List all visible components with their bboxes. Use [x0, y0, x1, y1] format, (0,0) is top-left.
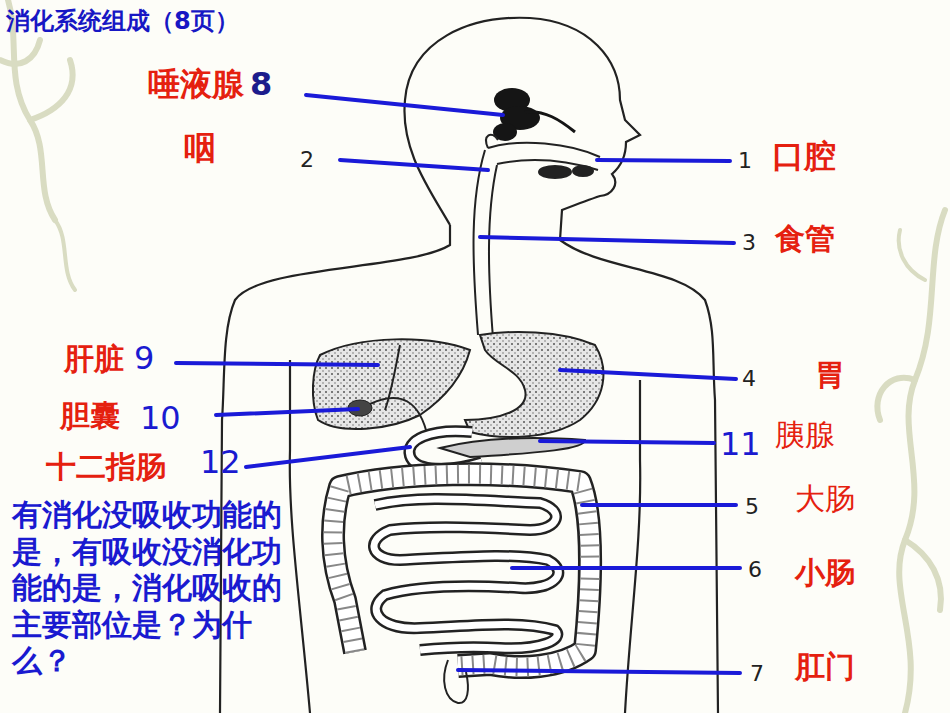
leader-line: [176, 363, 378, 365]
mouth-pharynx: [486, 135, 498, 148]
vine-decoration: [905, 540, 941, 610]
part-name: 唾液腺: [148, 66, 244, 103]
callout-number: 6: [748, 557, 762, 582]
salivary-gland: [493, 88, 575, 141]
esophagus: [489, 165, 497, 338]
small-intestine: [374, 499, 558, 650]
mouth-pharynx: [486, 135, 600, 178]
gallbladder: [348, 398, 428, 438]
callout-number: 5: [745, 494, 759, 519]
leader-line: [540, 441, 714, 443]
vine-decoration: [899, 210, 945, 713]
callout-number: 2: [300, 147, 314, 172]
leader-line: [458, 670, 740, 673]
stomach: [465, 332, 603, 437]
salivary-gland: [525, 112, 575, 132]
part-name: 肝脏: [64, 342, 124, 377]
part-name: 大肠: [795, 482, 855, 517]
leader-line: [582, 503, 736, 507]
leader-line: [340, 160, 488, 170]
callout-number: 4: [742, 366, 756, 391]
vine-decoration: [55, 220, 75, 290]
part-name: 胰腺: [775, 418, 835, 453]
callout-number: 9: [134, 340, 154, 377]
part-name: 胆囊: [60, 399, 120, 434]
question-note: 有消化没吸收功能的是，有吸收没消化功能的是，消化吸收的主要部位是？为什么？: [12, 497, 308, 680]
part-name: 十二指肠: [46, 450, 166, 485]
esophagus: [474, 150, 485, 335]
mouth-pharynx: [539, 166, 571, 178]
body-outline: [625, 380, 640, 713]
part-name: 胃: [815, 358, 845, 393]
vine-decoration: [30, 60, 73, 120]
vine-decoration: [0, 40, 40, 64]
part-name: 小肠: [795, 556, 855, 591]
small-intestine: [374, 499, 558, 650]
anus: [444, 660, 468, 703]
mouth-pharynx: [573, 166, 593, 176]
part-name: 食管: [775, 222, 835, 257]
esophagus: [474, 150, 497, 338]
callout-number: 3: [742, 230, 756, 255]
leader-line: [480, 237, 734, 243]
small-intestine: [374, 499, 558, 650]
part-name: 口腔: [772, 138, 836, 175]
leader-line: [560, 370, 736, 379]
callout-number: 8: [250, 66, 272, 103]
liver: [313, 339, 470, 429]
leader-line: [597, 160, 730, 161]
leader-line: [306, 95, 503, 115]
liver: [385, 345, 400, 410]
large-intestine: [333, 474, 590, 667]
large-intestine: [333, 474, 590, 667]
liver: [313, 339, 470, 429]
callout-number: 11: [720, 426, 761, 463]
callout-number: 1: [738, 148, 752, 173]
callout-number: 7: [750, 661, 764, 686]
callout-number: 10: [140, 400, 181, 437]
vine-decoration: [877, 378, 915, 420]
part-name: 肛门: [795, 650, 855, 685]
large-intestine: [333, 474, 590, 667]
mouth-pharynx: [488, 143, 600, 157]
leader-line: [246, 447, 410, 467]
callout-number: 12: [200, 444, 241, 481]
anus: [444, 660, 468, 703]
leader-line: [216, 409, 358, 415]
stomach: [465, 332, 603, 437]
slide-title: 消化系统组成（8页）: [6, 8, 239, 36]
large-intestine: [333, 474, 590, 667]
leader-line: [512, 566, 740, 570]
part-name: 咽: [184, 130, 216, 167]
vine-decoration: [899, 230, 925, 280]
